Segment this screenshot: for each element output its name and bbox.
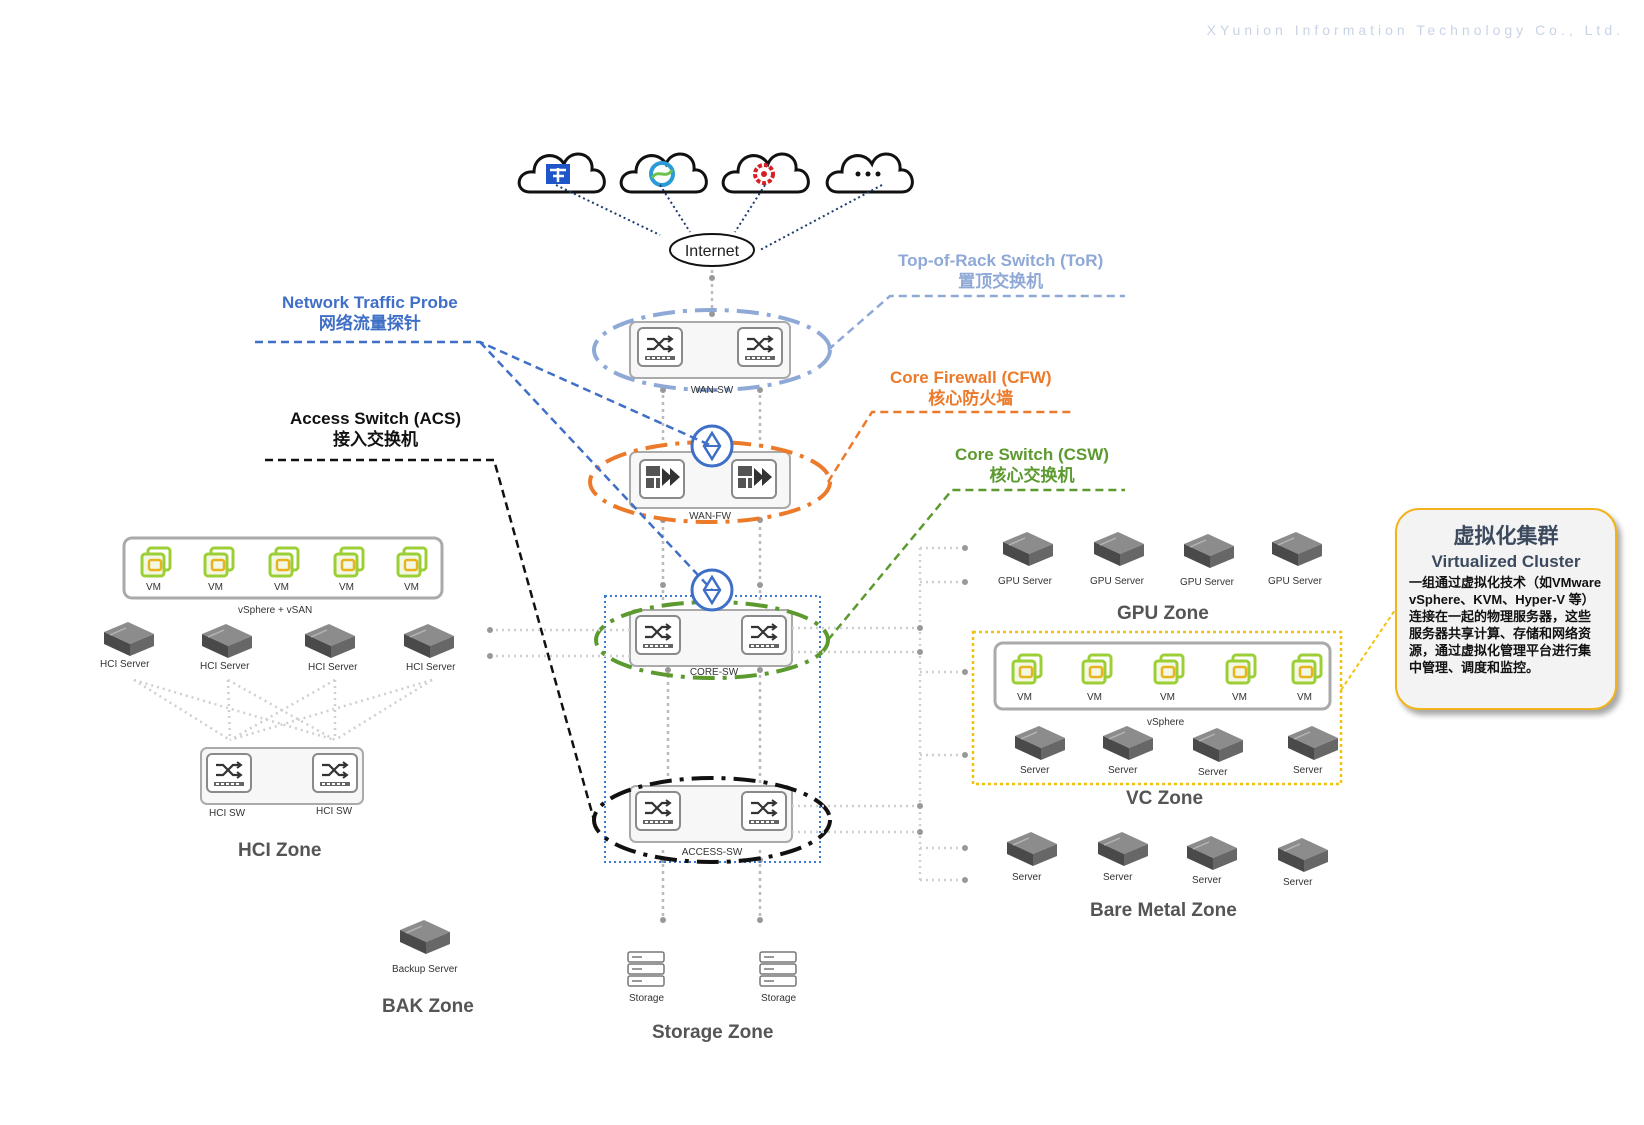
cfw-callout: Core Firewall (CFW) 核心防火墙 [890,367,1052,409]
probe-callout-en: Network Traffic Probe [282,293,458,312]
vc-server[interactable] [1192,727,1244,763]
info-box-title: 虚拟化集群 [1453,525,1559,548]
vc-vm-label: VM [1087,692,1102,703]
backup-server[interactable] [399,919,451,955]
hci-server[interactable] [403,623,455,659]
hci-vm-label: VM [404,582,419,593]
bm-server-label: Server [1192,875,1222,886]
bare-metal-zone-label: Bare Metal Zone [1090,900,1237,921]
hci-platform-label: vSphere + vSAN [238,605,313,616]
china-unicom-icon [721,152,810,194]
vc-zone-label: VC Zone [1126,788,1204,809]
company-name: XYunion Information Technology Co., Ltd. [1206,22,1624,38]
gpu-server[interactable] [1183,533,1235,569]
hci-server-label: HCI Server [200,661,250,672]
tor-callout-zh: 置顶交换机 [958,272,1044,291]
cfw-callout-zh: 核心防火墙 [928,389,1014,408]
hci-server-label: HCI Server [100,659,150,670]
bare-metal-server[interactable] [1277,837,1329,873]
hci-server-label: HCI Server [406,662,456,673]
cfw-callout-en: Core Firewall (CFW) [890,368,1052,387]
vc-server[interactable] [1287,725,1339,761]
tor-callout: Top-of-Rack Switch (ToR) 置顶交换机 [898,250,1103,292]
core-switch[interactable] [629,609,793,667]
hci-sw-label: HCI SW [316,806,353,817]
wan-switch[interactable] [629,321,791,379]
more-ellipsis-icon [825,152,914,194]
internet-node [669,233,755,267]
cfw-ellipse [588,440,832,524]
gpu-server-label: GPU Server [1180,577,1234,588]
gpu-server-label: GPU Server [998,576,1052,587]
hci-server[interactable] [103,621,155,657]
csw-callout-zh: 核心交换机 [989,466,1075,485]
csw-callout: Core Switch (CSW) 核心交换机 [955,444,1109,486]
acs-callout-zh: 接入交换机 [333,430,418,449]
storage-zone-label: Storage Zone [652,1022,774,1043]
vc-vm-label: VM [1017,692,1032,703]
access-switch[interactable] [629,785,793,843]
acs-callout: Access Switch (ACS) 接入交换机 [290,408,461,450]
vc-server[interactable] [1014,725,1066,761]
hci-vm-label: VM [274,582,289,593]
vc-server-label: Server [1198,767,1228,778]
internet-label: Internet [685,243,740,260]
hci-sw-label: HCI SW [209,808,246,819]
bm-server-label: Server [1283,877,1313,888]
wan-fw-label: WAN-FW [689,511,731,522]
vc-zone-boundary [971,630,1343,786]
wan-sw-label: WAN-SW [691,385,734,396]
bare-metal-server[interactable] [1097,831,1149,867]
acs-callout-en: Access Switch (ACS) [290,409,461,428]
bare-metal-server[interactable] [1186,835,1238,871]
info-box-body: 一组通过虚拟化技术（如VMware vSphere、KVM、Hyper-V 等）… [1409,575,1602,675]
bm-server-label: Server [1012,872,1042,883]
hci-zone-label: HCI Zone [238,840,322,861]
vc-server[interactable] [1102,725,1154,761]
backup-server-label: Backup Server [392,964,458,975]
tor-ellipse [592,308,832,392]
tor-callout-en: Top-of-Rack Switch (ToR) [898,251,1104,270]
china-telecom-icon [517,152,606,194]
vc-server-label: Server [1108,765,1138,776]
gpu-zone-label: GPU Zone [1117,603,1209,624]
probe-callout-zh: 网络流量探针 [318,314,421,333]
vc-vm-label: VM [1232,692,1247,703]
vc-platform-label: vSphere [1147,717,1185,728]
storage-label: Storage [761,993,797,1004]
china-mobile-icon [619,152,708,194]
core-sw-label: CORE-SW [690,667,739,678]
gpu-server[interactable] [1002,531,1054,567]
vc-vm-label: VM [1297,692,1312,703]
storage-device[interactable] [759,951,797,987]
probe-icon [690,424,734,468]
hci-server[interactable] [201,623,253,659]
gpu-server-label: GPU Server [1268,576,1322,587]
access-sw-label: ACCESS-SW [682,847,743,858]
virtualized-cluster-info-box: 虚拟化集群 Virtualized Cluster 一组通过虚拟化技术（如VMw… [1395,508,1617,710]
info-box-subtitle: Virtualized Cluster [1431,552,1581,571]
hci-switch[interactable] [200,747,364,805]
vc-vm-label: VM [1160,692,1175,703]
storage-label: Storage [629,993,665,1004]
storage-device[interactable] [627,951,665,987]
gpu-server-label: GPU Server [1090,576,1144,587]
hci-vm-label: VM [208,582,223,593]
probe-callout: Network Traffic Probe 网络流量探针 [282,292,458,334]
gpu-server[interactable] [1093,531,1145,567]
carrier-clouds [517,152,914,194]
bare-metal-server[interactable] [1006,831,1058,867]
gpu-server[interactable] [1271,531,1323,567]
hci-server-label: HCI Server [308,662,358,673]
vc-server-label: Server [1020,765,1050,776]
csw-callout-en: Core Switch (CSW) [955,445,1109,464]
hci-server[interactable] [304,623,356,659]
bm-server-label: Server [1103,872,1133,883]
vc-server-label: Server [1293,765,1323,776]
bak-zone-label: BAK Zone [382,996,474,1017]
hci-vm-label: VM [339,582,354,593]
hci-vm-label: VM [146,582,161,593]
